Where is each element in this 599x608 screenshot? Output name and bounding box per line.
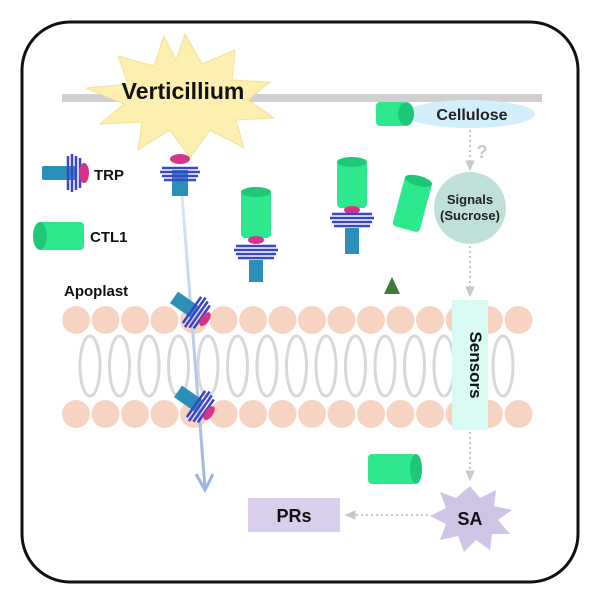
ctl1-trp-complex-1 bbox=[234, 187, 278, 282]
lipid-head bbox=[298, 306, 326, 334]
lipid-head bbox=[209, 400, 238, 428]
lipid-tail bbox=[491, 334, 515, 398]
lipid-tail bbox=[137, 334, 161, 398]
ctl1-legend-icon bbox=[33, 222, 84, 250]
ctl1-legend-label: CTL1 bbox=[90, 229, 128, 246]
lipid-head bbox=[62, 306, 90, 334]
cell-wall bbox=[62, 94, 542, 102]
lipid-head bbox=[121, 400, 149, 428]
lipid-tail bbox=[403, 334, 426, 398]
lipid-head bbox=[504, 306, 533, 334]
lipid-tail bbox=[255, 334, 279, 398]
ctl1-trp-complex-2 bbox=[330, 157, 374, 254]
lipid-head bbox=[416, 400, 444, 428]
lipid-tail bbox=[226, 334, 249, 398]
lipid-head bbox=[504, 400, 533, 428]
lipid-head bbox=[62, 400, 90, 428]
verticillium-burst-shape bbox=[85, 32, 276, 159]
lipid-head bbox=[357, 306, 385, 334]
signals-sublabel: (Sucrose) bbox=[440, 208, 500, 223]
lipid-head bbox=[209, 306, 238, 334]
trp-legend-icon bbox=[42, 154, 89, 192]
trp-channel-down-arrow bbox=[180, 194, 207, 489]
verticillium-label: Verticillium bbox=[122, 78, 245, 104]
trp-membrane-upper bbox=[169, 291, 211, 330]
lipid-tail bbox=[344, 334, 367, 398]
ctl1-icon bbox=[376, 102, 414, 126]
lipid-head bbox=[298, 400, 326, 428]
cellulose-ellipse bbox=[405, 100, 535, 128]
ctl1-free-icon bbox=[392, 174, 433, 232]
lipid-head bbox=[268, 306, 297, 334]
lipid-tail bbox=[373, 334, 397, 398]
cellulose-label: Cellulose bbox=[436, 107, 507, 124]
sensors-label: Sensors bbox=[466, 331, 485, 398]
lipid-head bbox=[268, 400, 297, 428]
lipid-head bbox=[416, 306, 444, 334]
lipid-head bbox=[327, 400, 356, 428]
lipid-head bbox=[91, 306, 120, 334]
lipid-tail bbox=[108, 334, 131, 398]
trp-free-icon bbox=[160, 154, 200, 196]
signals-label: Signals bbox=[447, 192, 493, 207]
lipid-head bbox=[327, 306, 356, 334]
lipid-tail bbox=[285, 334, 308, 398]
diagram-frame bbox=[20, 20, 580, 584]
prs-label: PRs bbox=[276, 506, 311, 526]
lipid-head bbox=[239, 306, 267, 334]
lipid-head bbox=[357, 400, 385, 428]
signals-node bbox=[434, 172, 506, 244]
apoplast-label: Apoplast bbox=[64, 283, 128, 300]
sa-burst-shape bbox=[430, 486, 512, 552]
ctl1-cytoplasm-icon bbox=[368, 454, 422, 484]
trp-membrane-lower bbox=[173, 385, 215, 424]
sa-label: SA bbox=[457, 509, 482, 529]
prs-box bbox=[248, 498, 340, 532]
lipid-head bbox=[150, 306, 179, 334]
question-mark: ? bbox=[477, 142, 488, 162]
sensors-box bbox=[452, 300, 488, 430]
lipid-head bbox=[150, 400, 179, 428]
lipid-head bbox=[121, 306, 149, 334]
lipid-tail bbox=[78, 334, 102, 398]
trp-legend-label: TRP bbox=[94, 167, 124, 184]
down-arrow-head bbox=[194, 473, 215, 494]
lipid-head bbox=[91, 400, 120, 428]
lipid-tail bbox=[314, 334, 338, 398]
lipid-head bbox=[239, 400, 267, 428]
up-arrow-head bbox=[384, 277, 400, 294]
